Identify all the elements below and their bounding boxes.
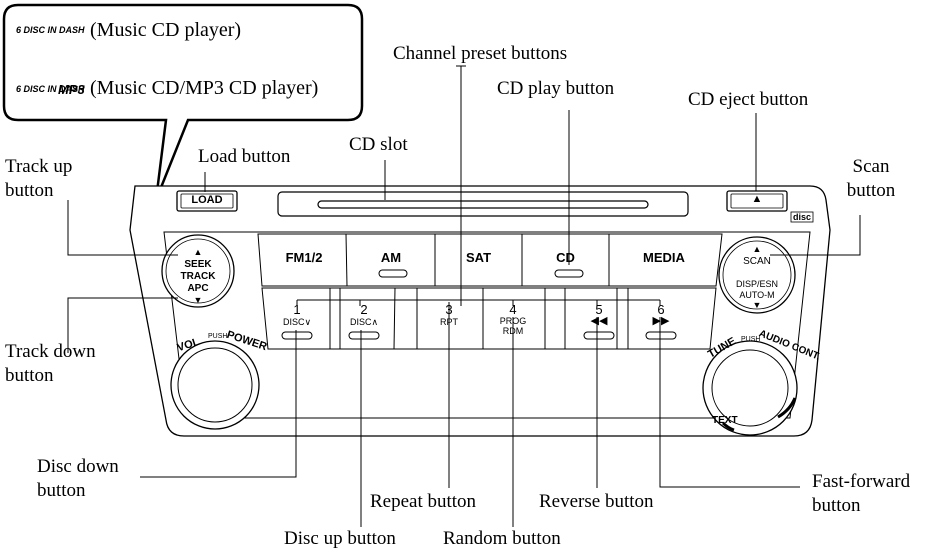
preset-4-number[interactable]: 4 xyxy=(509,302,517,317)
preset-3-sub: RPT xyxy=(440,317,458,327)
preset-1-number[interactable]: 1 xyxy=(293,302,301,317)
preset-4-sub: PROG RDM xyxy=(499,316,527,336)
seek-up-arrow-icon: ▲ xyxy=(193,247,203,257)
compact-disc-logo: disc xyxy=(790,211,814,223)
label-track-down-button: Track down button xyxy=(5,341,96,386)
legend-music-cd-mp3: (Music CD/MP3 CD player) xyxy=(90,77,319,99)
radio-faceplate xyxy=(129,185,831,437)
label-disc-down-button: Disc down button xyxy=(37,456,119,501)
source-button-sat[interactable]: SAT xyxy=(465,250,492,265)
source-buttons-row xyxy=(257,233,723,287)
label-random-button: Random button xyxy=(443,528,561,549)
label-cd-eject-button: CD eject button xyxy=(688,89,809,110)
preset-1-sub: DISC∨ xyxy=(282,317,312,327)
scan-label: SCAN xyxy=(743,256,771,267)
load-button[interactable] xyxy=(176,190,238,212)
legend-music-cd: (Music CD player) xyxy=(90,19,242,41)
label-cd-slot: CD slot xyxy=(349,134,408,155)
scan-up-arrow-icon: ▲ xyxy=(752,244,762,254)
six-disc-logo: 6 DISC IN DASH xyxy=(16,25,85,35)
legend-bubble xyxy=(2,3,364,201)
source-button-cd[interactable]: CD xyxy=(556,250,575,265)
disp-esn-label: DISP/ESN xyxy=(735,279,778,289)
eject-icon[interactable]: ▲ xyxy=(751,193,763,205)
rewind-icon: ◀◀ xyxy=(590,315,608,327)
button-panel xyxy=(163,231,811,419)
track-label: TRACK xyxy=(180,271,216,282)
label-load-button: Load button xyxy=(198,146,291,167)
source-button-media[interactable]: MEDIA xyxy=(643,250,685,265)
source-button-fm[interactable]: FM1/2 xyxy=(285,250,323,265)
label-disc-up-button: Disc up button xyxy=(284,528,396,549)
label-cd-play-button: CD play button xyxy=(497,78,615,99)
preset-2-sub: DISC∧ xyxy=(349,317,379,327)
auto-m-label: AUTO-M xyxy=(739,290,775,300)
load-button-label[interactable]: LOAD xyxy=(191,194,223,206)
leader-lines xyxy=(67,65,861,527)
seek-label: SEEK xyxy=(184,259,212,270)
preset-6-number[interactable]: 6 xyxy=(657,302,665,317)
label-reverse-button: Reverse button xyxy=(539,491,654,512)
six-disc-logo-2: 6 DISC IN DASH xyxy=(16,84,85,94)
preset-2-number[interactable]: 2 xyxy=(360,302,368,317)
push-label: PUSH xyxy=(208,333,228,340)
label-repeat-button: Repeat button xyxy=(370,491,477,512)
tune-push-label: PUSH xyxy=(741,336,761,343)
preset-5-number[interactable]: 5 xyxy=(595,302,603,317)
label-scan-button: Scan button xyxy=(846,156,896,201)
volume-power-knob[interactable] xyxy=(170,340,260,430)
scan-knob[interactable] xyxy=(718,236,796,314)
tune-audio-knob[interactable] xyxy=(702,340,798,436)
scan-down-arrow-icon: ▼ xyxy=(752,300,762,310)
text-label: TEXT xyxy=(712,415,738,426)
label-channel-preset-buttons: Channel preset buttons xyxy=(393,43,568,64)
seek-down-arrow-icon: ▼ xyxy=(193,295,203,305)
apc-label: APC xyxy=(187,283,209,294)
preset-3-number[interactable]: 3 xyxy=(445,302,453,317)
seek-track-knob[interactable] xyxy=(161,234,235,308)
svg-text:disc: disc xyxy=(793,212,811,222)
label-fast-forward-button: Fast-forward button xyxy=(812,471,911,516)
mp3-logo: MP3 xyxy=(58,82,85,97)
source-button-am[interactable]: AM xyxy=(380,250,402,265)
cd-eject-button[interactable] xyxy=(726,190,788,212)
fast-forward-icon: ▶▶ xyxy=(652,315,670,327)
label-track-up-button: Track up button xyxy=(5,156,73,201)
